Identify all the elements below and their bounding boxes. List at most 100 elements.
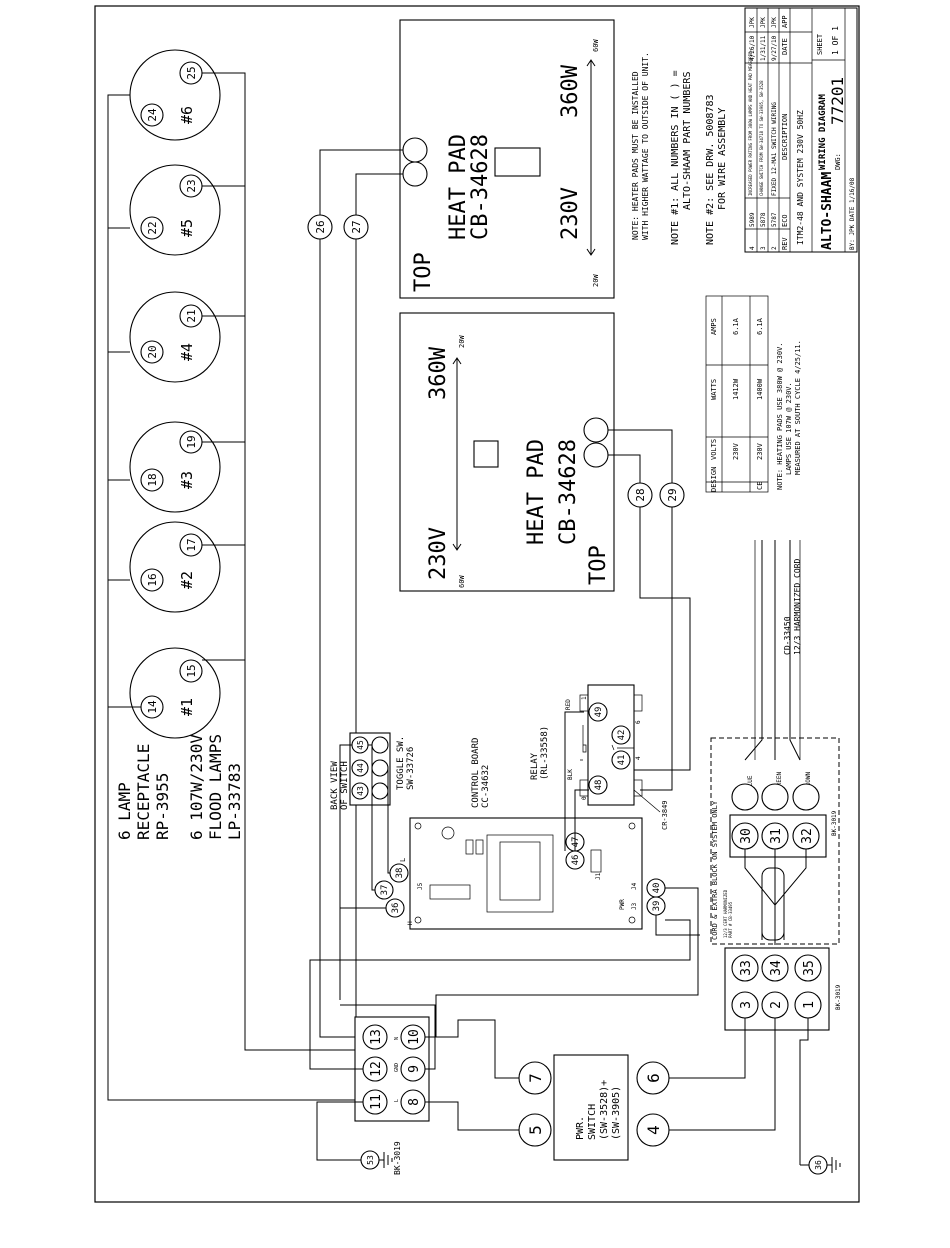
spec-row1-watts: 1412W [732,378,740,400]
rev-4-eco: 5989 [749,212,756,227]
spec-table: DESIGN VOLTS WATTS AMPS 230V 1412W 6.1A … [705,295,769,493]
heat-pad-bottom-part: CB-34628 [556,439,581,545]
spec-header-amps: AMPS [710,318,718,335]
relay-label-2: (RL-33558) [540,726,550,780]
extra-terminal-30: 30 [739,828,754,844]
switch-terminal-43: 43 [356,786,365,796]
socket-number: #4 [178,343,196,361]
wire-green: GREEN [776,772,783,790]
socket-terminal-b: 19 [185,435,198,448]
right-terminal-3: 3 [739,1001,754,1009]
socket-number: #2 [178,571,196,589]
spec-header-volts: VOLTS [710,439,718,460]
pwr-terminal-5: 5 [526,1125,545,1135]
relay-terminal-48: 48 [594,780,604,791]
pwr-label-3: (SW-3528)+ [599,1080,610,1140]
title-subtitle: ITM2-48 AND SYSTEM 230V 50HZ [796,110,805,245]
relay-terminal-49: 49 [594,707,604,718]
rev-2-date: 9/27/10 [771,35,778,61]
board-j5: J5 [417,882,424,890]
socket-terminal-b: 25 [185,66,198,79]
spec-row1-volts: 230V [732,442,740,460]
left-block-gnd: GND [394,1063,400,1072]
left-block-label: BK-3019 [393,1141,402,1175]
relay-pin-1: 1 [581,696,588,700]
heat-pad-top-w-left: 20W [592,274,600,287]
heat-pad-bottom: 230V 360W 60W 20W HEAT PAD CB-34628 TOP [399,312,615,592]
socket-terminal-a: 18 [146,473,159,486]
lamp-label-1: 6 LAMP [115,782,134,840]
relay-terminal-41: 41 [617,755,627,766]
left-terminal-10: 10 [407,1029,422,1045]
lamp-sockets: 14 15 #1 16 17 #2 18 19 #3 20 21 #4 [107,49,355,1101]
lamp-socket: 20 21 #4 [129,291,221,383]
toggle-label-1: TOGGLE SW. [396,736,406,790]
spec-row2-volts: 230V [756,442,764,460]
rev-4-date: 4/26/10 [749,35,756,61]
title-dwg-number: 77201 [828,77,847,125]
terminal-26: 26 [314,220,327,233]
terminal-block-lower-right: 33 34 35 3 2 1 BK-3019 [724,947,842,1031]
cord-label-1: CD-33450 [783,616,792,655]
power-switch: PWR. SWITCH (SW-3528)+ (SW-3905) 7 6 5 4 [518,1054,670,1161]
pwr-terminal-4: 4 [644,1125,663,1135]
board-terminal-36: 36 [391,903,401,914]
ground-36-label: 36 [814,1160,823,1170]
rev-3-eco: 5878 [760,212,767,227]
ce-dashed-region [710,737,840,945]
socket-terminal-a: 20 [146,345,159,358]
lamp-label-3: RP-3955 [153,773,172,840]
board-label-1: CONTROL BOARD [471,738,481,808]
terminal-29: 29 [666,488,679,501]
board-terminal-37: 37 [380,885,390,896]
socket-terminal-b: 21 [185,309,198,322]
socket-number: #5 [178,219,196,237]
rev-4-rev: 4 [749,246,756,250]
header-app: APP [781,15,789,28]
relay-blk: BLK [567,769,574,780]
socket-number: #6 [178,106,196,124]
flood-label-1: 6 107W/230V [187,734,206,840]
lamp-socket: 18 19 #3 [129,421,221,513]
pwr-label-1: PWR. [575,1116,586,1140]
header-rev: REV [781,237,789,250]
spec-row2-amps: 6.1A [756,317,764,335]
heat-pad-bottom-watts: 360W [426,346,451,400]
pwr-label-4: (SW-3905) [611,1086,622,1140]
toggle-switch: 45 44 43 BACK VIEW OF SWITCH TOGGLE SW. … [330,732,416,810]
title-diagram: WIRING DIAGRAM [818,94,828,170]
header-date: DATE [781,38,789,55]
pwr-terminal-7: 7 [526,1073,545,1083]
left-terminal-11: 11 [369,1094,384,1110]
heat-pad-bottom-title: HEAT PAD [524,439,549,545]
pwr-terminal-6: 6 [644,1073,663,1083]
rev-2-eco: 5787 [771,212,778,227]
lr-terminal-35: 35 [802,960,817,976]
rev-4-desc: INCREASED POWER RATING FROM 380W LAMPS A… [748,51,753,196]
lamp-socket: 22 23 #5 [129,164,221,256]
note-2-line-1: NOTE #2: SEE DRW. 5008783 [705,94,716,245]
ce-text: CORD & EXTRA BLOCK ON SYSTEM ONLY [711,800,719,940]
socket-terminal-a: 24 [146,108,159,122]
relay-red: RED [565,699,572,710]
ce-small-2: PART # CB-33495 [728,901,733,938]
relay-label-1: RELAY [530,752,540,780]
board-label-2: CC-34632 [481,765,491,808]
title-by: BY: JPK DATE 1/16/08 [849,177,856,250]
ce-small-1: 12/3 CERT HARMONIZED [723,889,728,938]
spec-row1-amps: 6.1A [732,317,740,335]
rev-3-rev: 3 [760,246,767,250]
spec-row2-watts: 1400W [756,378,764,400]
socket-terminal-b: 15 [185,664,198,677]
heat-pad-top-volts: 230V [558,187,583,240]
board-l: L [399,858,407,862]
board-h: H [407,921,414,925]
extra-terminal-31: 31 [769,828,784,844]
left-terminal-12: 12 [369,1061,384,1077]
terminal-block-extra: 30 31 32 BK-3019 [729,783,838,858]
socket-terminal-a: 22 [146,221,159,234]
board-terminal-38: 38 [395,868,405,879]
rev-3-desc: CHANGE SWITCH FROM SW-34718 TO SW-33905,… [759,80,764,196]
title-dwg-label: DWG: [834,153,842,170]
